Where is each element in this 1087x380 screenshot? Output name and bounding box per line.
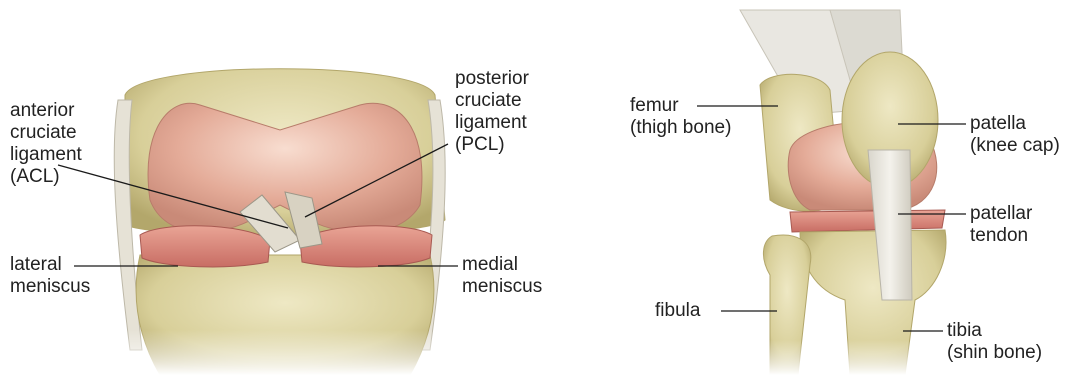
tibia-label-line-1: tibia: [947, 320, 1042, 342]
medial-meniscus-label-line-1: medial: [462, 254, 542, 276]
femur-label: femur (thigh bone): [630, 95, 731, 139]
acl-label-line-3: ligament: [10, 144, 82, 166]
patellar-tendon-label-line-2: tendon: [970, 225, 1032, 247]
pcl-label-line-4: (PCL): [455, 134, 529, 156]
side-knee-illustration: [740, 10, 970, 375]
lateral-meniscus-shape: [140, 226, 270, 267]
tibia-label: tibia (shin bone): [947, 320, 1042, 364]
pcl-label-line-2: cruciate: [455, 90, 529, 112]
femur-label-line-2: (thigh bone): [630, 117, 731, 139]
fibula-label: fibula: [655, 300, 700, 322]
side-meniscus-shape: [790, 210, 945, 232]
patellar-tendon-label-line-1: patellar: [970, 203, 1032, 225]
patella-label-line-1: patella: [970, 113, 1060, 135]
lateral-meniscus-label: lateral meniscus: [10, 254, 90, 298]
acl-label-line-4: (ACL): [10, 166, 82, 188]
fibula-label-line-1: fibula: [655, 300, 700, 322]
tibia-label-line-2: (shin bone): [947, 342, 1042, 364]
lateral-meniscus-label-line-1: lateral: [10, 254, 90, 276]
femur-label-line-1: femur: [630, 95, 731, 117]
acl-label-line-2: cruciate: [10, 122, 82, 144]
lateral-meniscus-label-line-2: meniscus: [10, 276, 90, 298]
patellar-tendon-label: patellar tendon: [970, 203, 1032, 247]
acl-label-line-1: anterior: [10, 100, 82, 122]
pcl-label-line-3: ligament: [455, 112, 529, 134]
pcl-label-line-1: posterior: [455, 68, 529, 90]
patella-label: patella (knee cap): [970, 113, 1060, 157]
pcl-label: posterior cruciate ligament (PCL): [455, 68, 529, 156]
medial-meniscus-label: medial meniscus: [462, 254, 542, 298]
acl-label: anterior cruciate ligament (ACL): [10, 100, 82, 188]
medial-meniscus-label-line-2: meniscus: [462, 276, 542, 298]
front-knee-illustration: [100, 69, 480, 375]
patella-label-line-2: (knee cap): [970, 135, 1060, 157]
